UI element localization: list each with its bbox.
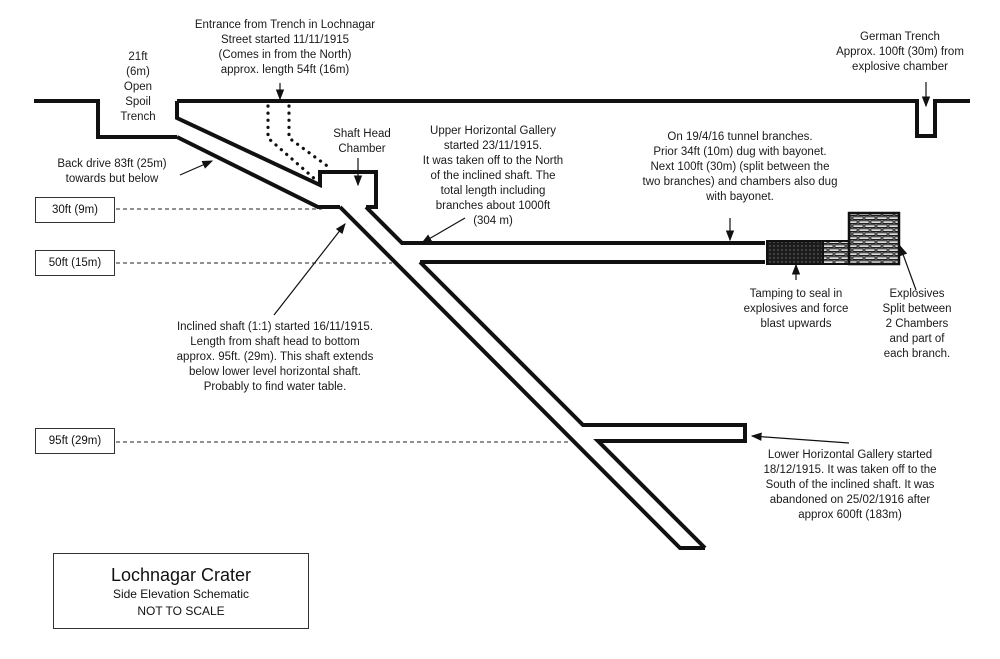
arrow-back-drive bbox=[179, 160, 214, 176]
depth-marker-30ft: 30ft (9m) bbox=[35, 197, 115, 223]
label-inclined-shaft: Inclined shaft (1:1) started 16/11/1915.… bbox=[176, 321, 374, 393]
label-spoil-trench: 21ft (6m) Open Spoil Trench bbox=[120, 51, 156, 123]
label-upper-gallery: Upper Horizontal Gallery started 23/11/1… bbox=[422, 125, 564, 227]
arrow-explosives bbox=[899, 244, 917, 291]
label-shaft-head-chamber: Shaft Head Chamber bbox=[333, 128, 391, 155]
scale-note: NOT TO SCALE bbox=[137, 604, 225, 618]
label-tamping: Tamping to seal in explosives and force … bbox=[743, 288, 849, 330]
inclined-shaft-right-wall-mid bbox=[418, 260, 747, 550]
label-tunnel-branches: On 19/4/16 tunnel branches. Prior 34ft (… bbox=[642, 131, 838, 203]
entrance-tunnel-dotted-left bbox=[266, 104, 318, 182]
inclined-shaft-left-wall bbox=[338, 205, 705, 550]
back-drive-top bbox=[175, 101, 378, 209]
arrow-lower-gallery bbox=[750, 432, 850, 444]
ground-surface-main bbox=[177, 99, 970, 138]
back-drive-bottom bbox=[176, 135, 340, 209]
label-back-drive: Back drive 83ft (25m) towards but below bbox=[57, 158, 167, 185]
diagram-subtitle: Side Elevation Schematic bbox=[112, 587, 250, 601]
label-entrance: Entrance from Trench in Lochnagar Street… bbox=[194, 19, 376, 76]
arrow-inclined-shaft bbox=[273, 223, 346, 316]
label-german-trench: German Trench Approx. 100ft (30m) from e… bbox=[836, 31, 964, 73]
ground-surface bbox=[34, 99, 177, 139]
inclined-shaft-right-wall-upper bbox=[364, 205, 765, 245]
title-box: Lochnagar Crater Side Elevation Schemati… bbox=[53, 553, 309, 629]
arrow-upper-gallery bbox=[420, 217, 466, 244]
explosives-chamber bbox=[847, 211, 901, 266]
explosives-branch bbox=[822, 240, 850, 265]
depth-marker-50ft: 50ft (15m) bbox=[35, 250, 115, 276]
depth-marker-95ft: 95ft (29m) bbox=[35, 428, 115, 454]
diagram-title: Lochnagar Crater bbox=[110, 565, 252, 585]
label-lower-gallery: Lower Horizontal Gallery started 18/12/1… bbox=[763, 449, 937, 521]
label-explosives: Explosives Split between 2 Chambers and … bbox=[882, 288, 952, 360]
tamping-block bbox=[766, 240, 824, 265]
